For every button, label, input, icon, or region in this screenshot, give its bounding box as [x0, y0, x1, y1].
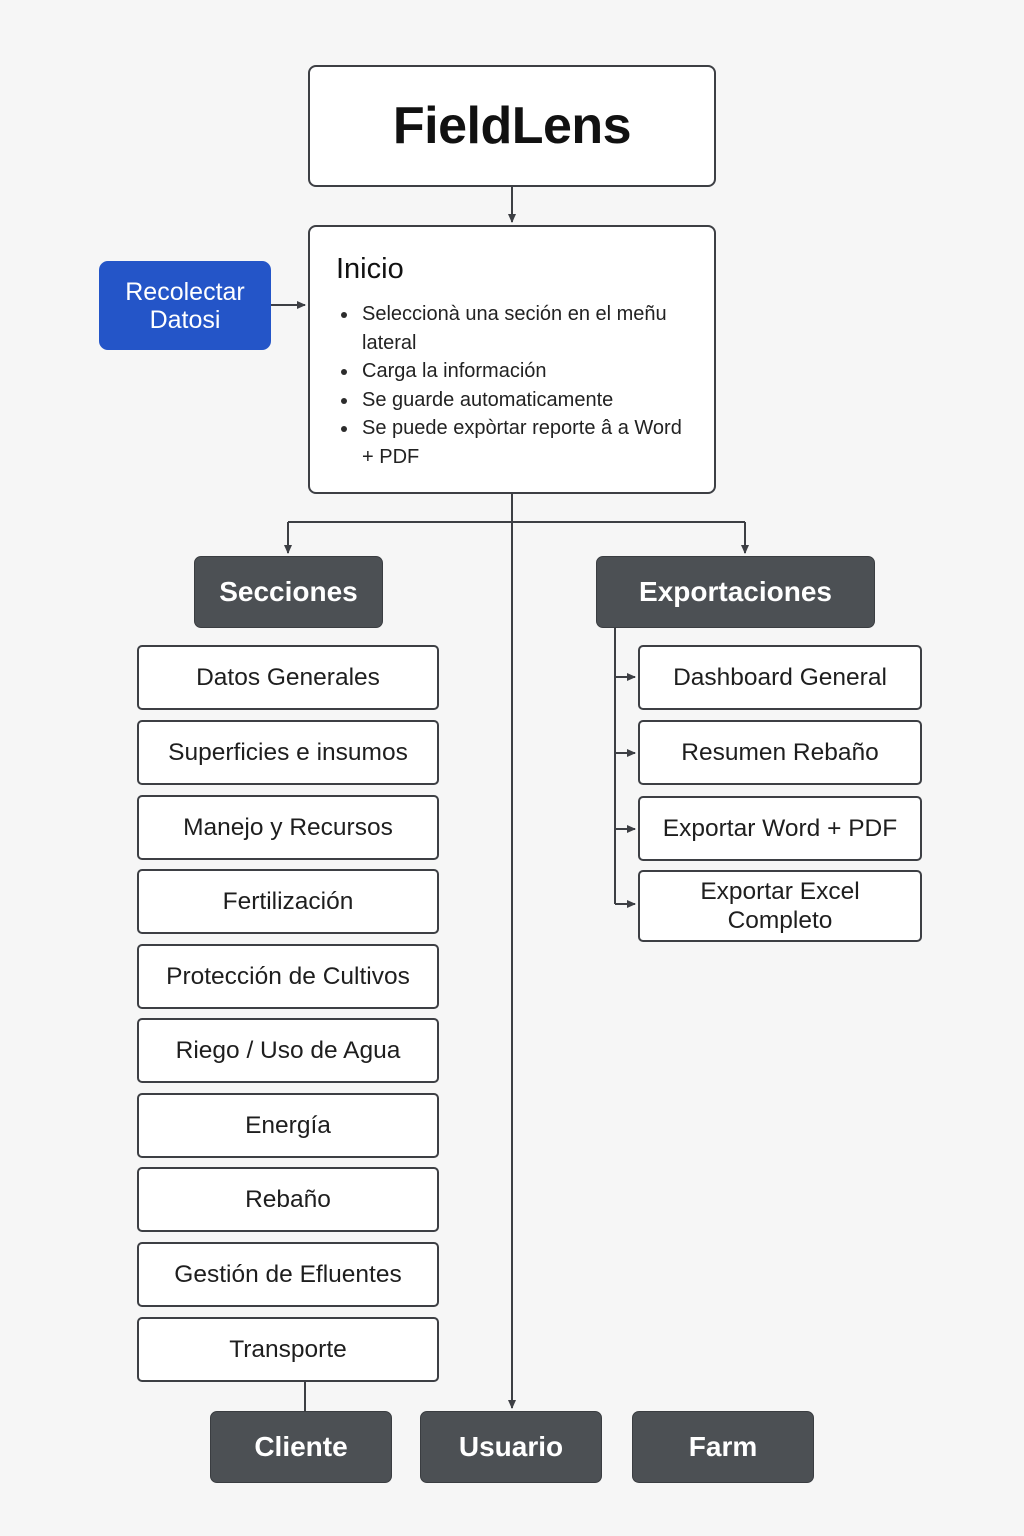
- inicio-step: Se puede expòrtar reporte â a Word + PDF: [336, 414, 694, 471]
- section-item-rebano[interactable]: Rebaño: [137, 1167, 439, 1232]
- section-item-fertilizacion[interactable]: Fertilización: [137, 869, 439, 934]
- inicio-heading: Inicio: [336, 253, 404, 285]
- entity-cliente[interactable]: Cliente: [210, 1411, 392, 1483]
- export-item-dashboard[interactable]: Dashboard General: [638, 645, 922, 710]
- section-item-datos-generales[interactable]: Datos Generales: [137, 645, 439, 710]
- entity-usuario[interactable]: Usuario: [420, 1411, 602, 1483]
- title-box: FieldLens: [308, 65, 716, 187]
- section-item-transporte[interactable]: Transporte: [137, 1317, 439, 1382]
- section-item-efluentes[interactable]: Gestión de Efluentes: [137, 1242, 439, 1307]
- inicio-steps-list: Seleccionà una seción en el meñu lateral…: [336, 300, 694, 471]
- exports-header: Exportaciones: [596, 556, 875, 628]
- collect-data-button[interactable]: Recolectar Datosi: [99, 261, 271, 350]
- diagram-title: FieldLens: [392, 97, 632, 155]
- inicio-box: Inicio Seleccionà una seción en el meñu …: [308, 225, 716, 494]
- export-item-word-pdf[interactable]: Exportar Word + PDF: [638, 796, 922, 861]
- section-item-proteccion[interactable]: Protección de Cultivos: [137, 944, 439, 1009]
- sections-header: Secciones: [194, 556, 383, 628]
- section-item-riego[interactable]: Riego / Uso de Agua: [137, 1018, 439, 1083]
- inicio-step: Carga la información: [336, 357, 694, 386]
- export-item-excel[interactable]: Exportar Excel Completo: [638, 870, 922, 942]
- inicio-step: Se guarde automaticamente: [336, 386, 694, 415]
- inicio-step: Seleccionà una seción en el meñu lateral: [336, 300, 694, 357]
- entity-farm[interactable]: Farm: [632, 1411, 814, 1483]
- section-item-energia[interactable]: Energía: [137, 1093, 439, 1158]
- section-item-manejo[interactable]: Manejo y Recursos: [137, 795, 439, 860]
- export-item-resumen[interactable]: Resumen Rebaño: [638, 720, 922, 785]
- section-item-superficies[interactable]: Superficies e insumos: [137, 720, 439, 785]
